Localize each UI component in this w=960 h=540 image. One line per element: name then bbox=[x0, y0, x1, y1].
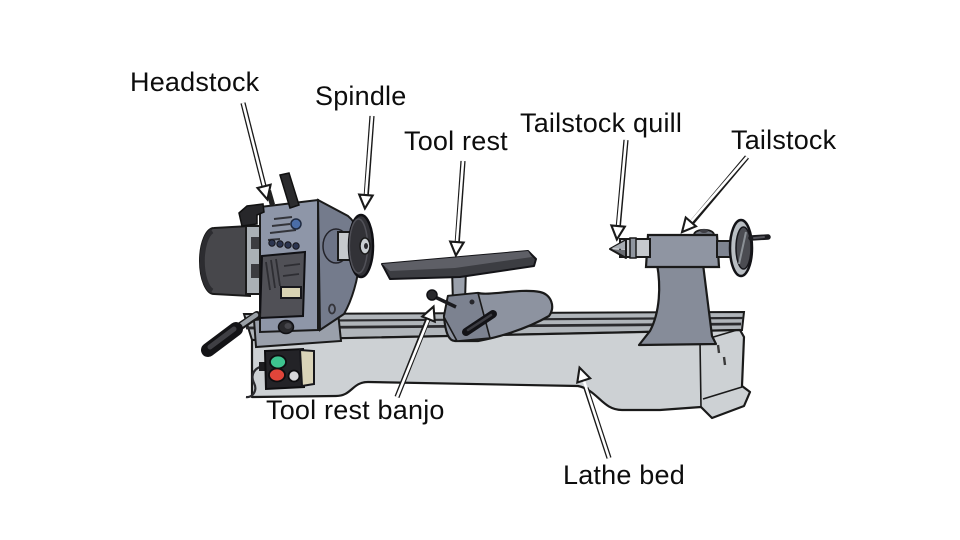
side-hole bbox=[328, 303, 336, 315]
power-cord bbox=[245, 364, 266, 399]
tailstock-leg bbox=[637, 262, 718, 347]
spindle-hub-center bbox=[364, 243, 368, 249]
bed-front-face bbox=[250, 328, 752, 420]
control-panel bbox=[245, 347, 315, 399]
panel-scratches bbox=[265, 258, 301, 291]
brand-emblem bbox=[290, 218, 302, 230]
quill-cone-top bbox=[611, 241, 625, 249]
arrow-lathe-bed bbox=[580, 369, 612, 459]
label-tailstock: Tailstock bbox=[731, 125, 837, 155]
quill-ring bbox=[629, 237, 637, 259]
arrow-spindle bbox=[365, 115, 375, 207]
label-headstock: Headstock bbox=[130, 67, 260, 97]
lever-nub bbox=[266, 190, 275, 206]
motor bbox=[199, 224, 265, 298]
nameplate-text-lines bbox=[267, 216, 297, 241]
tool-rest-plate-top bbox=[382, 251, 532, 271]
drive-handle bbox=[201, 311, 261, 357]
speed-buttons bbox=[268, 239, 300, 250]
handwheel-spoke bbox=[738, 231, 747, 265]
front-knob-cap bbox=[284, 323, 292, 329]
arrow-tailstock-quill bbox=[617, 139, 629, 238]
motor-end-shade bbox=[199, 228, 214, 294]
arrow-tailstock bbox=[683, 155, 749, 231]
stop-button bbox=[268, 367, 286, 383]
label-lathe-bed: Lathe bed bbox=[563, 460, 685, 490]
motor-band-slot bbox=[251, 237, 259, 249]
label-tool-rest: Tool rest bbox=[404, 126, 508, 156]
label-tailstock-quill: Tailstock quill bbox=[520, 108, 683, 138]
tailstock-body bbox=[644, 233, 721, 269]
annotation-arrows bbox=[240, 102, 749, 459]
front-panel bbox=[258, 250, 307, 320]
switch-box bbox=[263, 347, 306, 391]
tailstock-part bbox=[609, 218, 771, 347]
clamp-lever bbox=[434, 295, 457, 309]
arrow-tool-rest-banjo bbox=[394, 308, 433, 398]
start-button bbox=[269, 354, 287, 370]
motor-band-slot bbox=[251, 264, 259, 278]
switch-knob bbox=[287, 369, 301, 383]
tailstock-dome-cap bbox=[700, 229, 708, 233]
arrow-tool-rest bbox=[456, 160, 466, 254]
arrow-headstock bbox=[240, 102, 267, 198]
clamp-lever-ball bbox=[426, 289, 438, 301]
label-spindle: Spindle bbox=[315, 81, 407, 111]
panel-display bbox=[280, 286, 302, 299]
banjo-bolt bbox=[469, 299, 475, 305]
headstock-part bbox=[238, 172, 362, 335]
quill-center-cone bbox=[609, 239, 627, 259]
tool-rest-part bbox=[381, 250, 537, 305]
bed-end-slots bbox=[716, 344, 727, 366]
cord-connector bbox=[259, 362, 266, 371]
tool-rest-banjo-part bbox=[426, 289, 554, 343]
switch-box-sidecard bbox=[298, 348, 315, 388]
spindle-part bbox=[337, 213, 375, 279]
belt-cover-bracket bbox=[238, 203, 265, 227]
speed-lever bbox=[279, 172, 300, 209]
label-tool-rest-banjo: Tool rest banjo bbox=[266, 395, 445, 425]
